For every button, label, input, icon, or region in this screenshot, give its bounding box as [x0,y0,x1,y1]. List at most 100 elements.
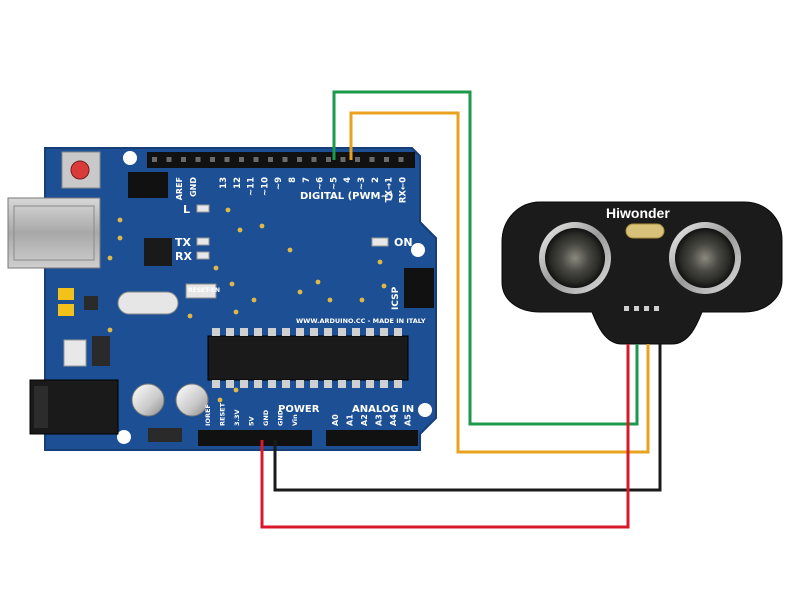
digital-pin-label: ~9 [274,177,284,190]
chip-pin [254,328,262,336]
analog-pin-label: A5 [404,414,413,426]
voltage-regulator [58,288,110,367]
chip-pin [296,380,304,388]
chip-pin [324,380,332,388]
chip-pin [254,380,262,388]
power-pin-label: Vin [291,414,299,426]
chip-pin [240,380,248,388]
solder-pad [381,283,387,289]
rx-label: RX [175,250,192,263]
digital-pin-label: ~3 [357,177,367,190]
solder-pad [233,309,239,315]
sensor-pins [624,306,659,311]
digital-pin-label: TX→1 [385,177,395,202]
digital-pin-label: 4 [343,177,353,183]
solder-pad [251,297,257,303]
digital-label: DIGITAL (PWM~) [300,191,393,202]
digital-pin-label: 7 [302,177,312,183]
l-label: L [183,203,190,216]
solder-pad [359,297,365,303]
chip-pin [380,328,388,336]
digital-pin-label: ~6 [316,177,326,190]
wires [260,90,662,529]
power-jack [29,379,119,435]
status-leds: L TX RX ON [175,203,413,263]
header-pin [195,157,201,162]
ultrasonic-transducer-left [539,222,611,294]
usb-chip [144,238,172,266]
aref-label: AREF [175,177,184,200]
icsp-header-usb [128,172,168,198]
header-pin [253,157,259,162]
solder-pad [107,255,113,261]
header-pin [152,157,157,162]
header-pin [355,157,360,162]
power-pin-label: GND [277,409,285,426]
power-pin-label: RESET [219,402,227,426]
icsp-header: ICSP [391,268,434,310]
solder-pad [237,227,243,233]
website-label: WWW.ARDUINO.CC - MADE IN ITALY [296,317,426,325]
digital-pin-label: 12 [233,177,243,189]
chip-pin [324,328,332,336]
gnd-label: GND [189,177,198,197]
chip-pin [240,328,248,336]
wire-orange [349,111,650,454]
mounting-hole [123,151,137,165]
digital-pin-label: 2 [371,177,381,183]
wire-green [332,90,639,426]
solder-pad [107,327,113,333]
chip-pin [338,380,346,388]
analog-pin-label: A1 [346,414,355,426]
header-pin [340,157,346,162]
digital-pin-label: ~5 [329,177,339,190]
header-pin [282,157,288,162]
mounting-hole [411,243,425,257]
header-pin [398,157,404,162]
digital-pin-label: RX←0 [398,177,408,203]
solder-pad [187,313,193,319]
solder-pad [217,397,223,403]
chip-pin [366,380,374,388]
digital-pin-label: ~11 [247,177,257,196]
power-pin-label: GND [262,409,270,426]
sensor-crystal [625,223,665,239]
power-pin-label: IOREF [204,404,212,426]
solder-pads [107,207,387,403]
power-pin-label: 3.3V [233,409,241,426]
header-pin [239,157,244,162]
chip-pin [268,380,276,388]
power-header [198,430,312,446]
crystal-oscillator [117,291,179,315]
chip-pin [282,380,290,388]
analog-pin-label: A2 [360,414,369,426]
solder-pad [117,235,123,241]
on-label: ON [394,236,413,249]
ultrasonic-sensor: Hiwonder [501,201,783,345]
solder-pad [229,281,235,287]
solder-pad [297,289,303,295]
header-pin [181,157,186,162]
header-pin [224,157,230,162]
usb-connector [7,197,101,269]
icsp-label: ICSP [391,286,401,310]
digital-pin-label: 8 [288,177,298,183]
power-pin-label: 5V [248,416,256,426]
power-pin-labels: IOREF RESET 3.3V 5V GND GND Vin [204,402,299,426]
header-pin [210,157,215,162]
header-pin [384,157,389,162]
mounting-hole [117,430,131,444]
chip-pin [310,328,318,336]
chip-pin [226,380,234,388]
chip-pin [394,328,402,336]
digital-pin-label: 13 [219,177,229,189]
mounting-hole [418,403,432,417]
chip-pin [380,380,388,388]
header-pin [369,157,375,162]
solder-pad [259,223,265,229]
analog-header [326,430,418,446]
chip-pin [226,328,234,336]
wire-red [260,344,630,529]
solder-pad [233,387,239,393]
